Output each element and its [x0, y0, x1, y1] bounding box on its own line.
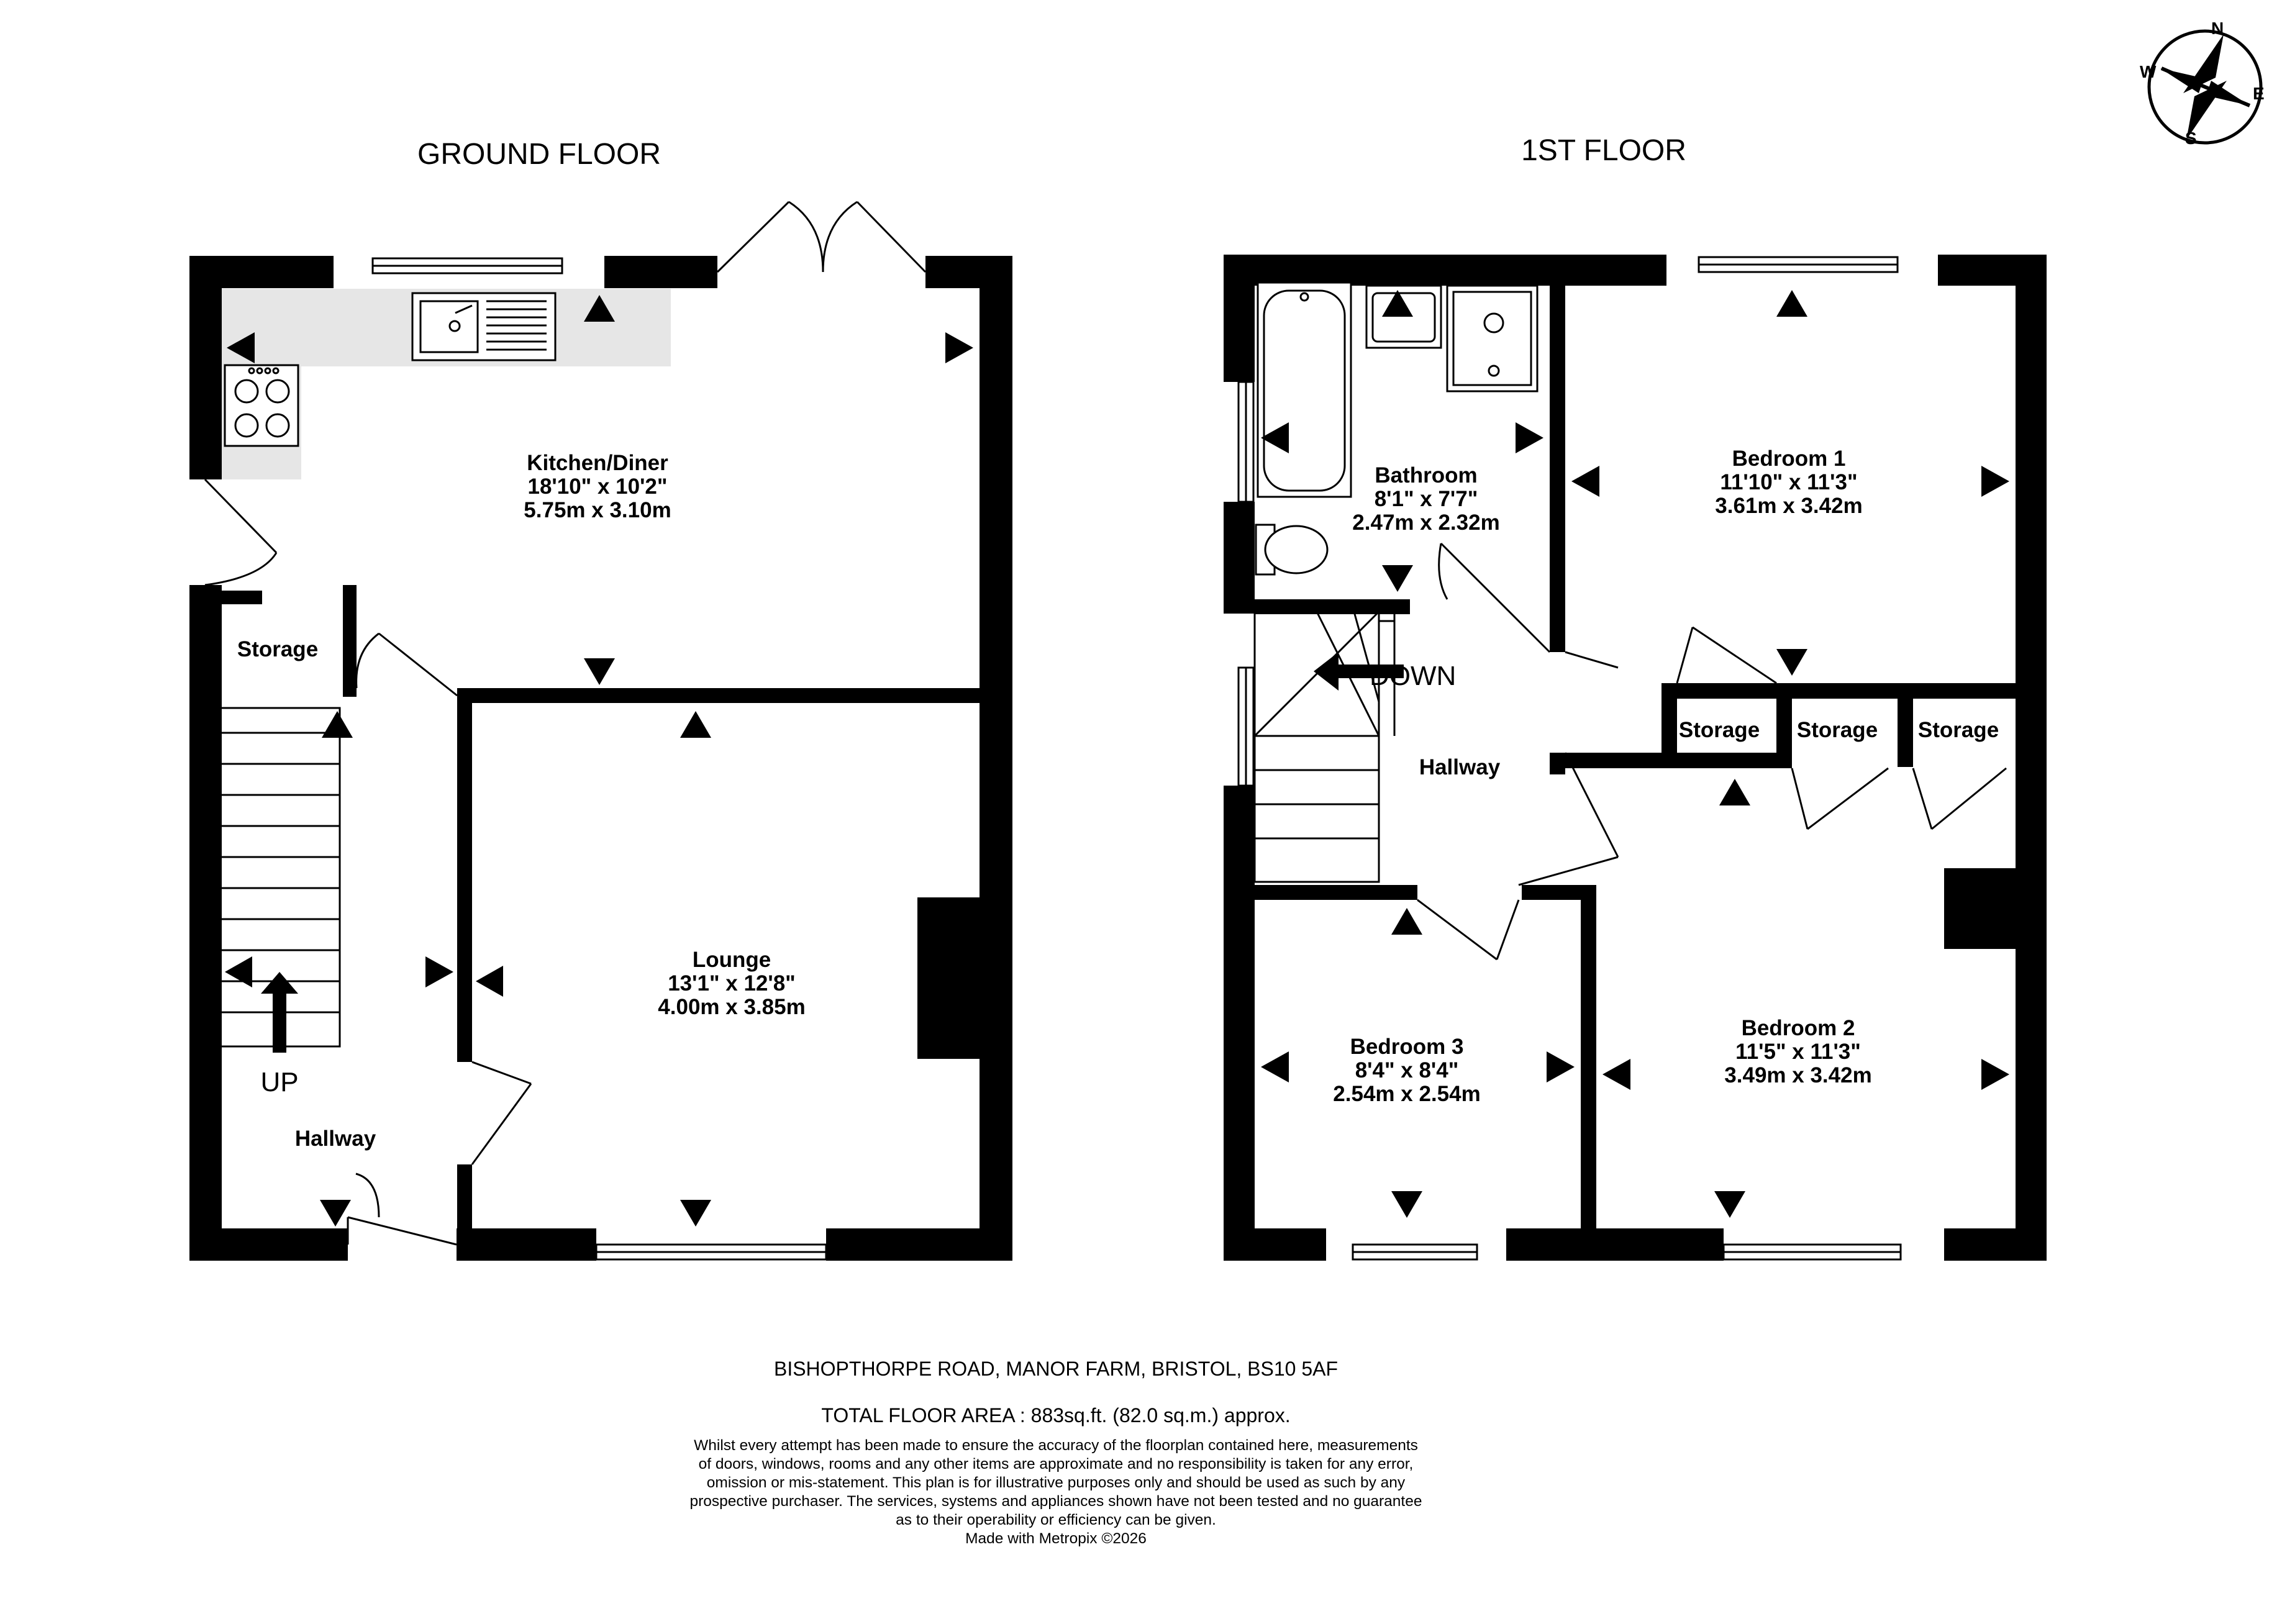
first-floor-stairs-icon: [1253, 610, 1396, 883]
stairs-up-arrow-icon: [261, 972, 298, 1053]
disclaimer-line-1: Whilst every attempt has been made to en…: [694, 1437, 1418, 1454]
first-floor: 1ST FLOOR Bathroom 8'1" x 7'7" 2.47m x 2…: [1224, 134, 2047, 1261]
shower-icon: [1446, 284, 1539, 392]
first-floor-title: 1ST FLOOR: [1521, 134, 1686, 167]
first-floor-walls: [1224, 255, 2047, 1261]
stairs-down-arrow-icon: [1314, 652, 1404, 691]
metropix-credit: Made with Metropix ©2026: [965, 1530, 1147, 1547]
kitchen-dim-metric: 5.75m x 3.10m: [524, 498, 671, 522]
first-storage-2-name: Storage: [1797, 718, 1878, 742]
bedroom3-name: Bedroom 3: [1350, 1035, 1464, 1059]
bedroom1-dim-metric: 3.61m x 3.42m: [1715, 494, 1862, 518]
bedroom2-dim-metric: 3.49m x 3.42m: [1724, 1063, 1871, 1087]
ground-floor: GROUND FLOOR Kitchen/Diner 18'10" x 10'2…: [189, 138, 1012, 1261]
bedroom3-dim-imperial: 8'4" x 8'4": [1355, 1058, 1459, 1082]
ground-floor-doors: [204, 201, 927, 1246]
disclaimer-line-5: as to their operability or efficiency ca…: [896, 1512, 1216, 1528]
bedroom3-dim-metric: 2.54m x 2.54m: [1333, 1082, 1480, 1106]
bathroom-dim-imperial: 8'1" x 7'7": [1375, 487, 1478, 511]
ground-floor-dimension-arrows: [225, 295, 973, 1227]
ground-storage-name: Storage: [237, 637, 318, 661]
first-floor-dimension-arrows: [1261, 290, 2009, 1218]
first-storage-3-name: Storage: [1918, 718, 1999, 742]
disclaimer-line-2: of doors, windows, rooms and any other i…: [699, 1456, 1414, 1472]
lounge-dim-metric: 4.00m x 3.85m: [658, 995, 805, 1019]
ground-floor-title: GROUND FLOOR: [417, 138, 661, 171]
ground-floor-walls: [189, 256, 1012, 1261]
compass-s: S: [2185, 129, 2197, 148]
bedroom1-name: Bedroom 1: [1732, 447, 1846, 471]
address: BISHOPTHORPE ROAD, MANOR FARM, BRISTOL, …: [774, 1358, 1338, 1380]
first-floor-doors: [1417, 542, 2007, 961]
first-hallway-name: Hallway: [1419, 755, 1501, 779]
bedroom2-dim-imperial: 11'5" x 11'3": [1735, 1040, 1861, 1064]
bedroom2-name: Bedroom 2: [1742, 1016, 1855, 1040]
stairs-down-label: DOWN: [1370, 661, 1456, 691]
footer: BISHOPTHORPE ROAD, MANOR FARM, BRISTOL, …: [689, 1358, 1422, 1547]
kitchen-name: Kitchen/Diner: [527, 451, 668, 475]
compass-n: N: [2211, 19, 2224, 38]
disclaimer-line-4: prospective purchaser. The services, sys…: [689, 1493, 1422, 1510]
total-floor-area: TOTAL FLOOR AREA : 883sq.ft. (82.0 sq.m.…: [821, 1404, 1290, 1427]
bathroom-dim-metric: 2.47m x 2.32m: [1352, 510, 1499, 535]
first-storage-1-name: Storage: [1679, 718, 1760, 742]
kitchen-dim-imperial: 18'10" x 10'2": [527, 474, 667, 499]
lounge-dim-imperial: 13'1" x 12'8": [668, 971, 796, 996]
bath-icon: [1257, 281, 1352, 498]
bathroom-name: Bathroom: [1375, 463, 1477, 488]
compass-w: W: [2140, 62, 2157, 81]
ground-hallway-name: Hallway: [295, 1127, 376, 1151]
kitchen-sink-icon: [411, 292, 557, 361]
compass-icon: N E S W: [2140, 19, 2265, 148]
kitchen-hob-icon: [224, 364, 299, 447]
disclaimer-line-3: omission or mis-statement. This plan is …: [707, 1474, 1406, 1491]
ground-floor-windows: [371, 257, 827, 1261]
bedroom1-dim-imperial: 11'10" x 11'3": [1720, 470, 1857, 494]
first-floor-windows: [1237, 256, 1902, 1261]
stairs-up-label: UP: [260, 1067, 298, 1097]
lounge-name: Lounge: [693, 948, 771, 972]
toilet-icon: [1255, 524, 1329, 576]
compass-e: E: [2253, 84, 2265, 103]
